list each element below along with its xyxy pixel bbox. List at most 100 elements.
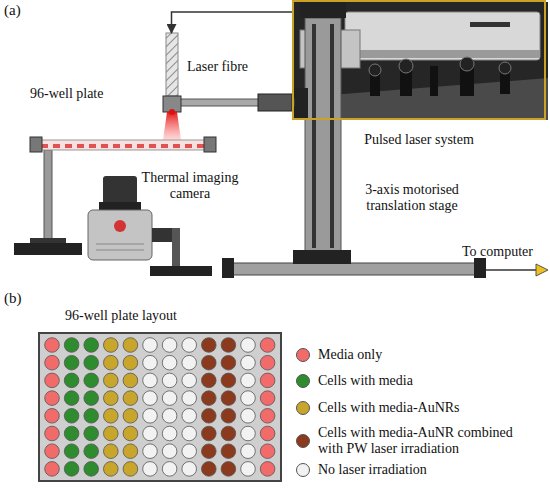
plate-well (64, 426, 79, 441)
legend-swatch (296, 463, 310, 477)
plate-well (260, 409, 275, 424)
labelled-part: Pulsed laser system (290, 0, 548, 152)
legend-swatch (296, 374, 310, 388)
plate-well (182, 391, 197, 406)
plate-holder (204, 137, 216, 152)
plate-well (182, 462, 197, 477)
plate-well (182, 426, 197, 441)
plate-well (84, 355, 99, 370)
camera-clamp (152, 228, 174, 242)
plate-well (123, 391, 138, 406)
laser-beam (163, 112, 181, 140)
plate-well (162, 444, 177, 459)
plate-well (123, 426, 138, 441)
camera-fin (96, 244, 144, 245)
arm-clamp (258, 94, 292, 111)
plate-well (162, 338, 177, 353)
plate-well (104, 444, 119, 459)
legend-entry: Cells with media (296, 373, 546, 391)
rail-end (222, 258, 234, 278)
laser-fibre-assembly (163, 33, 181, 140)
plate-well (162, 391, 177, 406)
plate-well (84, 338, 99, 353)
plate-well (123, 444, 138, 459)
plate-well (45, 373, 60, 388)
plate-well (182, 373, 197, 388)
plate-well (202, 391, 217, 406)
plate-well (64, 444, 79, 459)
plate-well (143, 338, 158, 353)
plate-well (221, 409, 236, 424)
stage-groove (330, 24, 334, 248)
legend-swatch (296, 434, 310, 448)
optic-mount (460, 57, 474, 71)
plate-well (143, 444, 158, 459)
plate-well (241, 391, 256, 406)
plate-well (84, 426, 99, 441)
well-plate-side (38, 140, 208, 150)
plate-well (221, 355, 236, 370)
plate-well (202, 426, 217, 441)
housing-badge (470, 22, 510, 27)
tower-foot (293, 250, 351, 264)
plate-holder (30, 137, 42, 152)
plate-well (221, 426, 236, 441)
plate-well (45, 338, 60, 353)
translation-stage (178, 2, 548, 278)
camera-post (172, 228, 180, 268)
legend-label: Cells with media-AuNRs (318, 400, 528, 416)
legend-entry: Cells with media-AuNR combined with PW l… (296, 425, 546, 459)
plate-well (143, 373, 158, 388)
plate-well (45, 355, 60, 370)
legend-entry: No laser irradiation (296, 462, 546, 480)
panel-letter: (a) (4, 2, 44, 18)
plate-well (162, 355, 177, 370)
plate-well (84, 462, 99, 477)
camera-base (150, 266, 212, 276)
plate-well (64, 355, 79, 370)
housing-strip (345, 50, 540, 58)
labelled-part: Laser fibre (165, 33, 275, 99)
node-frame (292, 0, 546, 120)
camera-body (88, 210, 152, 260)
plate-well (202, 462, 217, 477)
plate-well (143, 391, 158, 406)
plate-well (104, 409, 119, 424)
camera-fin (96, 250, 144, 251)
plate-well (202, 409, 217, 424)
plate-well (162, 373, 177, 388)
plate-well (45, 391, 60, 406)
plate-well (104, 373, 119, 388)
plate-well (84, 444, 99, 459)
plate-well (104, 355, 119, 370)
well-plate-map (40, 334, 280, 480)
stand-base (14, 243, 82, 255)
plate-well (182, 355, 197, 370)
plate-well (84, 409, 99, 424)
stand-post (44, 150, 52, 243)
camera-lens (103, 176, 137, 204)
legend-label: Cells with media-AuNR combined with PW l… (318, 425, 528, 457)
plate-well (260, 444, 275, 459)
legend-entry: Cells with media-AuNRs (296, 400, 546, 418)
plate-well (221, 373, 236, 388)
labelled-part: 96-well plate layout (38, 308, 284, 484)
plate-well (182, 444, 197, 459)
plate-well (143, 462, 158, 477)
plate-well (260, 391, 275, 406)
legend-label: Cells with media (318, 373, 528, 389)
plate-well (221, 444, 236, 459)
part-label: Thermal imaging camera (138, 170, 242, 202)
plate-well (104, 426, 119, 441)
plate-well (202, 338, 217, 353)
part-label: To computer (462, 244, 548, 260)
plate-well (123, 462, 138, 477)
camera-logo (114, 220, 126, 232)
plate-well (45, 444, 60, 459)
connector-arrow (172, 12, 293, 33)
plate-well (84, 373, 99, 388)
plate-well (104, 462, 119, 477)
laser-housing (345, 12, 540, 60)
cable-line (486, 269, 536, 271)
plate-well (202, 444, 217, 459)
